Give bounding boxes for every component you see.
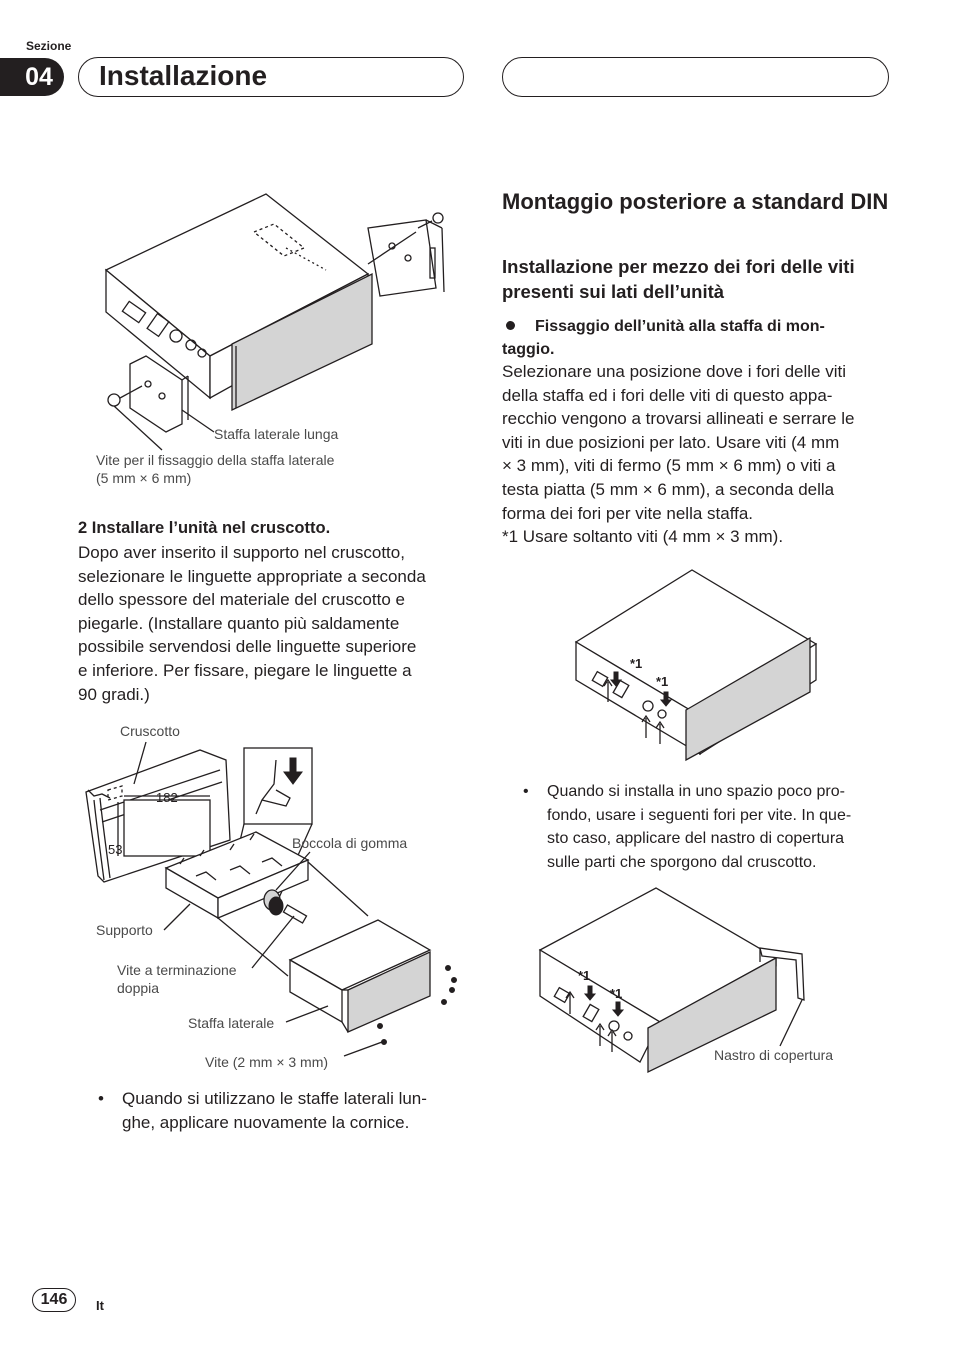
figure-cover-tape: *1 *1: [538, 887, 805, 1074]
callout-box: [243, 747, 313, 825]
step-2-line: selezionare le linguette appropriate a s…: [78, 566, 426, 586]
page-number: 146: [32, 1288, 76, 1312]
bullet-title-line2: taggio.: [502, 341, 555, 358]
right-bracket: [367, 219, 437, 297]
dim-width: 182: [156, 790, 178, 805]
step-2-line: piegarle. (Installare quanto più saldame…: [78, 613, 400, 633]
figure-screw-holes: *1 *1: [574, 569, 818, 762]
section-subheading: Installazione per mezzo dei fori delle v…: [502, 256, 855, 302]
bullet2-line: sto caso, applicare del nastro di copert…: [547, 830, 845, 848]
page-title: Installazione: [99, 60, 268, 91]
body-line: *1 Usare soltanto viti (4 mm × 3 mm).: [502, 527, 784, 547]
step-2-line: dello spessore del materiale del cruscot…: [78, 590, 405, 610]
bullet2-line: Quando si installa in uno spazio poco pr…: [547, 783, 845, 800]
step-2-line: e inferiore. Per fissare, piegare le lin…: [78, 660, 412, 680]
head-unit-faceplate: [347, 950, 431, 1033]
label-dashboard: Cruscotto: [120, 723, 180, 739]
title-frame: [78, 57, 464, 97]
figure-long-bracket: [104, 193, 445, 451]
body-line: della staffa ed i fori delle viti di que…: [502, 385, 833, 405]
section-label: Sezione: [26, 39, 72, 53]
label-double-screw-line2: doppia: [117, 980, 160, 996]
label-cover-tape: Nastro di copertura: [714, 1047, 834, 1063]
label-bracket-screw-line2: (5 mm × 6 mm): [96, 470, 192, 486]
fig4-mark2: *1: [610, 986, 622, 1001]
bullet-dot: [506, 321, 515, 330]
bullet-title-line1: Fissaggio dell’unità alla staffa di mon-: [535, 318, 825, 335]
body-line: × 3 mm), viti di fermo (5 mm × 6 mm) o v…: [502, 456, 836, 476]
body-line: Selezionare una posizione dove i fori de…: [502, 362, 846, 381]
bullet2-line: fondo, usare i seguenti fori per vite. I…: [547, 806, 852, 824]
label-long-side-bracket: Staffa laterale lunga: [214, 426, 339, 442]
bullet-text: Quando si utilizzano le staffe laterali …: [122, 1087, 452, 1134]
label-bracket-screw-line1: Vite per il fissaggio della staffa later…: [96, 452, 335, 468]
label-rubber-bushing: Boccola di gomma: [292, 835, 408, 851]
step-2-line: possibile servendosi delle linguette sup…: [78, 637, 417, 657]
language-code: It: [96, 1298, 104, 1313]
label-screw-2x3: Vite (2 mm × 3 mm): [205, 1054, 329, 1070]
body-line: forma dei fori per vite nella staffa.: [502, 503, 754, 523]
step-2-body: Dopo aver inserito il supporto nel crusc…: [78, 541, 468, 706]
section-number-badge: 04: [0, 58, 64, 96]
bullet-marker: •: [98, 1089, 104, 1108]
bullet-line: Quando si utilizzano le staffe laterali …: [122, 1089, 427, 1108]
section-heading: Montaggio posteriore a standard DIN: [502, 189, 889, 214]
bullet2-line: sulle parti che sporgono dal cruscotto.: [547, 853, 817, 871]
fig4-mark1: *1: [578, 968, 590, 983]
bullet2-text: Quando si installa in uno spazio poco pr…: [547, 780, 892, 874]
fig3-mark1: *1: [630, 656, 642, 671]
left-bracket: [129, 355, 183, 433]
step-2-line: Dopo aver inserito il supporto nel crusc…: [78, 543, 405, 562]
label-double-screw-line1: Vite a terminazione: [117, 962, 237, 978]
right-body: Selezionare una posizione dove i fori de…: [502, 360, 897, 549]
dim-height: 53: [108, 842, 122, 857]
step-2-title: 2 Installare l’unità nel cruscotto.: [78, 519, 331, 537]
label-side-bracket: Staffa laterale: [188, 1015, 275, 1031]
body-line: testa piatta (5 mm × 6 mm), a seconda de…: [502, 479, 835, 499]
bullet-line: ghe, applicare nuovamente la cornice.: [122, 1112, 410, 1132]
figure-dashboard-install: 182 53: [85, 741, 457, 1057]
bullet2-marker: •: [523, 783, 529, 800]
cover-tape: [759, 947, 805, 1001]
step-2-line: 90 gradi.): [78, 684, 150, 704]
label-support: Supporto: [96, 922, 153, 938]
fig3-mark2: *1: [656, 674, 668, 689]
unit-faceplate: [231, 272, 373, 412]
right-header-frame: [502, 57, 889, 97]
body-line: recchio vengono a trovarsi allineati e s…: [502, 409, 855, 429]
body-line: viti in due posizioni per lato. Usare vi…: [502, 432, 840, 452]
